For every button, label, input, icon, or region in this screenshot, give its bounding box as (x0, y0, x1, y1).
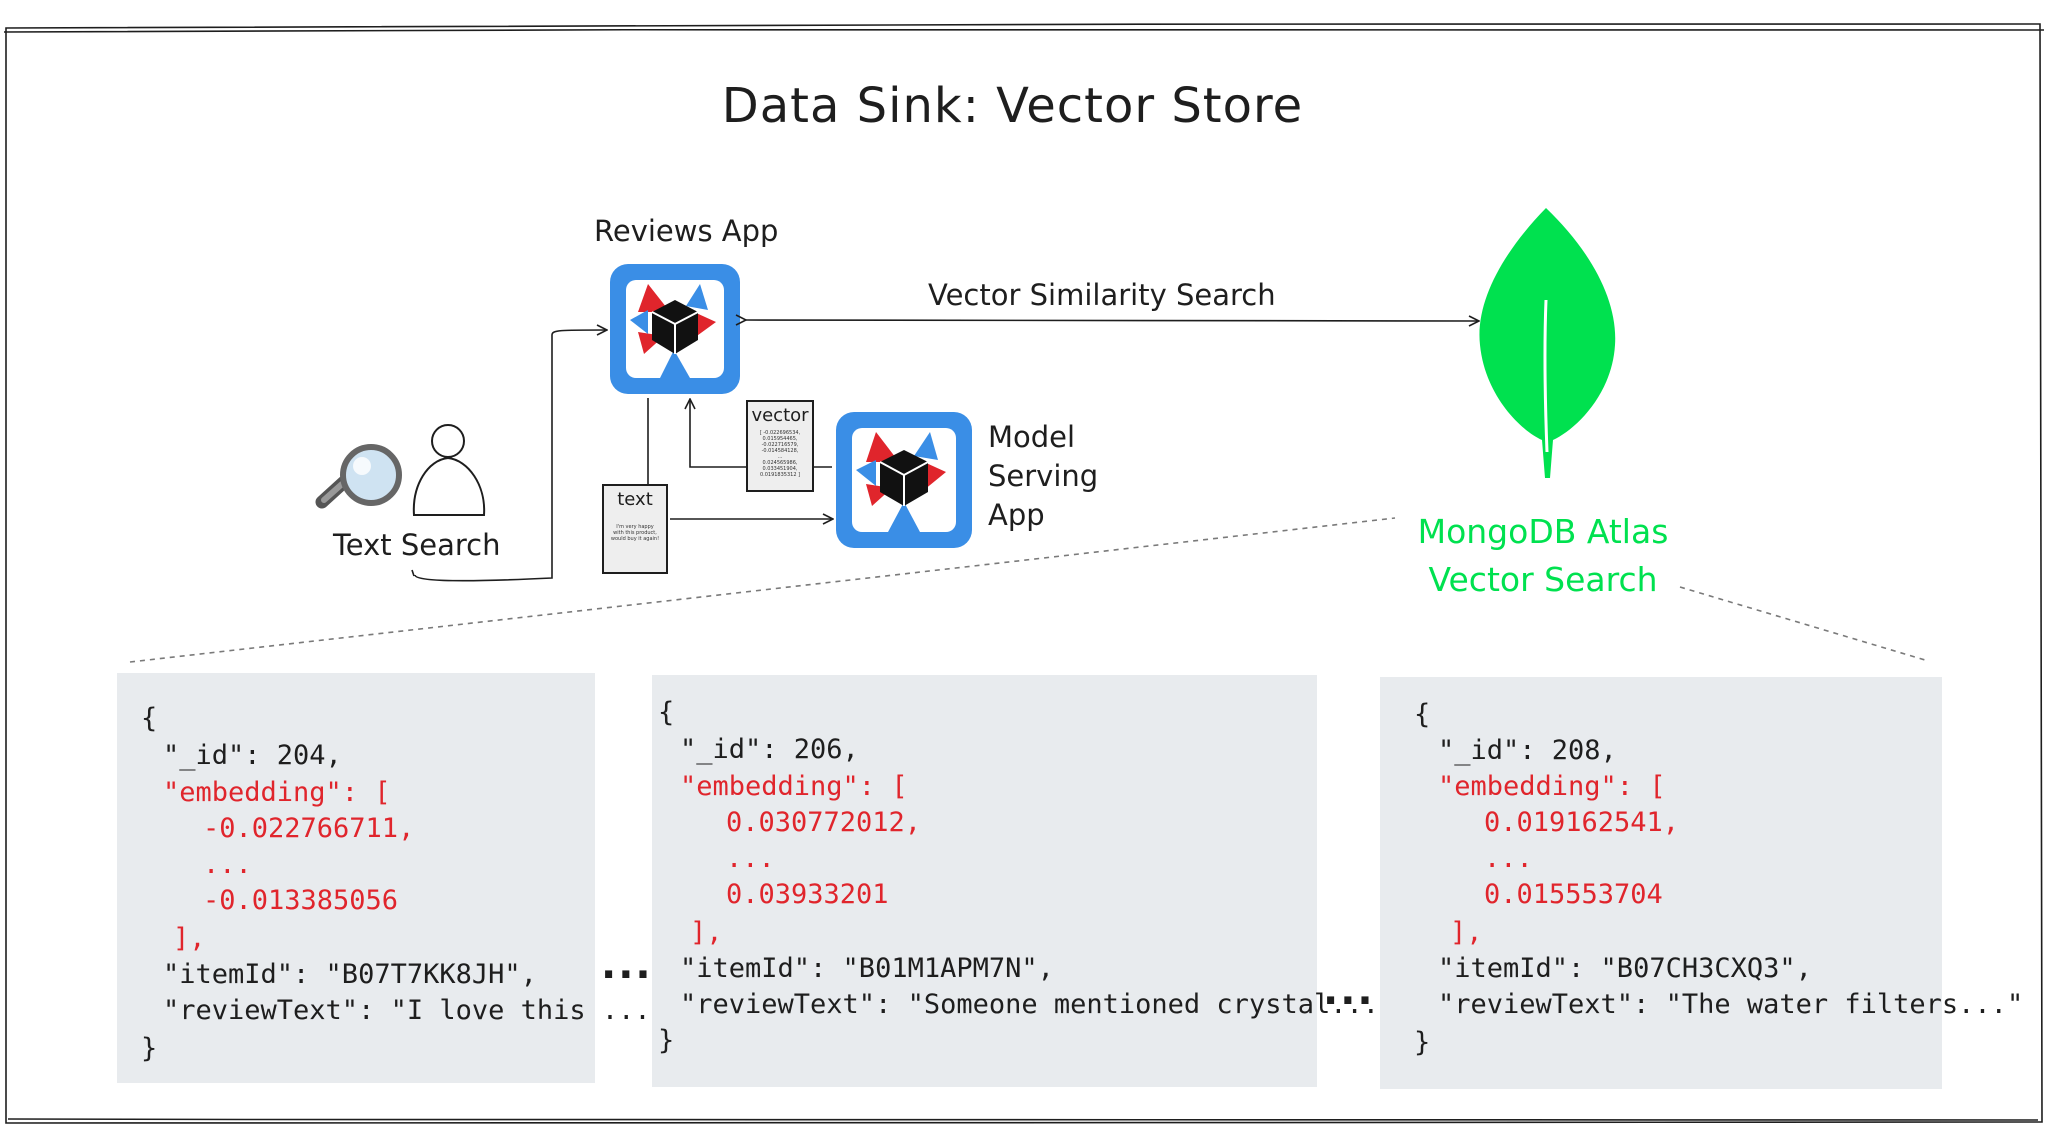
user-icon (412, 424, 486, 516)
records-separator: ... (1323, 968, 1375, 1014)
record-open-brace: { (1414, 699, 1431, 730)
record-embedding-ellipsis: ... (726, 843, 775, 874)
zoom-guides (129, 517, 1926, 663)
model-serving-label-line: Model (988, 420, 1076, 454)
record-item-id: "itemId": "B07CH3CXQ3", (1438, 953, 1812, 984)
record-review-text: "reviewText": "I love this ... " (163, 995, 684, 1026)
record-close-brace: } (1414, 1027, 1431, 1058)
record-embedding-key: "embedding": [ (1438, 771, 1666, 802)
model-serving-label-line: Serving (988, 459, 1099, 493)
record-id: "_id": 204, (163, 740, 342, 771)
record-embedding-ellipsis: ... (1484, 843, 1533, 874)
vector-line: 0.033451904, (762, 466, 798, 472)
record-card-204: { "_id": 204, "embedding": [ -0.02276671… (117, 673, 683, 1083)
vector-similarity-search-label: Vector Similarity Search (928, 278, 1276, 312)
record-embedding-ellipsis: ... (203, 849, 252, 880)
record-embedding-key: "embedding": [ (680, 771, 908, 802)
record-embedding-close: ], (690, 917, 723, 948)
record-embedding-last: 0.015553704 (1484, 879, 1663, 910)
vector-line: [ -0.022696534, (759, 430, 801, 436)
record-open-brace: { (141, 703, 158, 734)
record-embedding-close: ], (173, 923, 206, 954)
record-review-text: "reviewText": "The water filters..." (1438, 989, 2024, 1020)
magnifier-icon (315, 444, 402, 509)
model-serving-app-icon (836, 412, 972, 548)
mongodb-label-line: Vector Search (1428, 560, 1658, 599)
text-line: with this product, (613, 530, 657, 536)
record-embedding-first: 0.030772012, (726, 807, 922, 838)
record-embedding-first: 0.019162541, (1484, 807, 1680, 838)
mongodb-leaf-icon (1479, 208, 1616, 478)
record-close-brace: } (658, 1025, 675, 1056)
record-card-206: { "_id": 206, "embedding": [ 0.030772012… (652, 675, 1395, 1087)
reviews-app-icon (610, 264, 740, 394)
record-embedding-last: 0.03933201 (726, 879, 889, 910)
vector-document-title: vector (751, 405, 809, 426)
record-id: "_id": 206, (680, 734, 859, 765)
model-serving-app-label: Model Serving App (988, 418, 1098, 535)
vector-line: 0.024565986, (762, 460, 798, 466)
record-close-brace: } (141, 1033, 158, 1064)
record-embedding-close: ], (1450, 917, 1483, 948)
mongodb-label-line: MongoDB Atlas (1417, 512, 1669, 551)
connectors (411, 320, 1478, 582)
vector-line: 0.015954465, (762, 436, 798, 442)
record-id: "_id": 208, (1438, 735, 1617, 766)
text-line: I'm very happy (616, 524, 654, 530)
vector-document: vector [ -0.022696534,0.015954465,-0.022… (746, 400, 814, 492)
record-review-text: "reviewText": "Someone mentioned crystal… (680, 989, 1396, 1020)
reviews-app-label: Reviews App (594, 214, 779, 248)
model-serving-label-line: App (988, 498, 1045, 532)
text-line: would buy it again! (610, 536, 660, 542)
record-card-208: { "_id": 208, "embedding": [ 0.019162541… (1380, 677, 2023, 1089)
page-title: Data Sink: Vector Store (721, 78, 1304, 134)
record-embedding-first: -0.022766711, (203, 813, 415, 844)
text-document-title: text (617, 489, 653, 510)
vector-line: -0.022716579, (761, 442, 799, 448)
records-separator: ... (601, 942, 653, 988)
vector-line: ... (777, 454, 783, 460)
record-embedding-last: -0.013385056 (203, 885, 399, 916)
vector-line: 0.0191835312 ] (759, 472, 801, 478)
vector-document-body: [ -0.022696534,0.015954465,-0.022716579,… (748, 426, 812, 478)
mongodb-atlas-label: MongoDB Atlas Vector Search (1378, 508, 1708, 604)
record-item-id: "itemId": "B07T7KK8JH", (163, 959, 537, 990)
record-item-id: "itemId": "B01M1APM7N", (680, 953, 1054, 984)
vector-line: -0.014584128, (761, 448, 799, 454)
text-search-label: Text Search (333, 528, 501, 562)
record-open-brace: { (658, 697, 675, 728)
record-embedding-key: "embedding": [ (163, 777, 391, 808)
